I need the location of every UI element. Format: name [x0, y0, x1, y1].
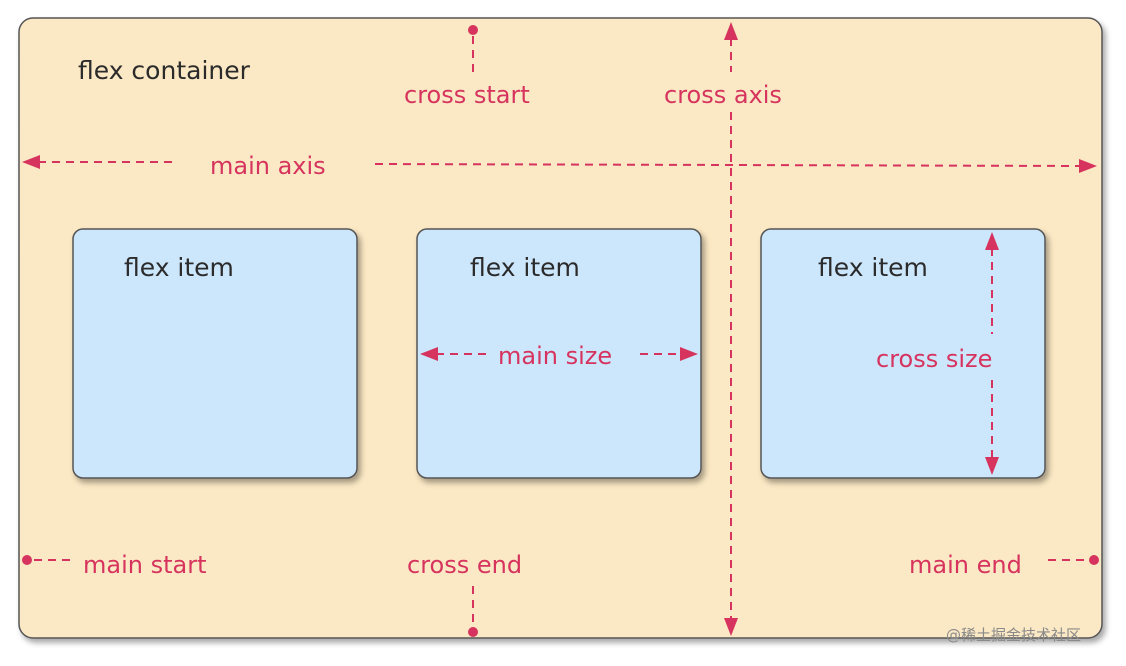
main-size-arrow-right [680, 347, 698, 361]
main-axis-label: main axis [210, 152, 326, 180]
cross-axis-arrow-up [724, 22, 738, 40]
flex-container-label: flex container [78, 56, 251, 85]
flex-item-1 [72, 228, 358, 479]
main-axis-line-right [374, 163, 1081, 167]
cross-end-dot [468, 627, 478, 637]
flex-item-3-label: flex item [818, 253, 928, 282]
main-start-dot [22, 555, 32, 565]
watermark: @稀土掘金技术社区 [946, 626, 1081, 644]
flex-item-2 [416, 228, 702, 479]
cross-start-label: cross start [404, 81, 530, 109]
cross-axis-label: cross axis [664, 81, 782, 109]
cross-axis-arrow-down [724, 618, 738, 636]
main-end-label: main end [909, 551, 1022, 579]
main-size-arrow-left [420, 347, 438, 361]
main-axis-arrow-left [22, 155, 40, 169]
main-axis-arrow-right [1079, 159, 1097, 173]
cross-size-arrow-down [985, 457, 999, 475]
cross-start-dot [468, 25, 478, 35]
cross-end-label: cross end [407, 551, 522, 579]
main-start-label: main start [83, 551, 207, 579]
cross-size-label: cross size [876, 345, 992, 373]
cross-size-arrow-up [985, 232, 999, 250]
main-end-dot [1089, 555, 1099, 565]
flex-item-3 [760, 228, 1046, 479]
flex-item-1-label: flex item [124, 253, 234, 282]
flex-item-2-label: flex item [470, 253, 580, 282]
main-size-label: main size [498, 342, 612, 370]
